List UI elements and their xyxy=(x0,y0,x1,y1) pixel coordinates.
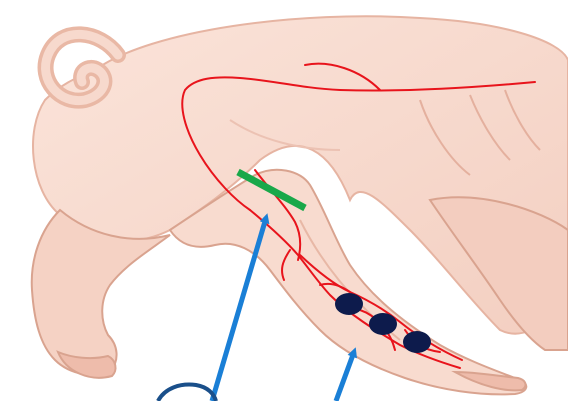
arrow-to-dots xyxy=(336,352,354,401)
injection-dot-1 xyxy=(335,293,363,315)
bottom-circle-cropped xyxy=(158,385,216,401)
injection-dot-2 xyxy=(369,313,397,335)
injection-dot-3 xyxy=(403,331,431,353)
